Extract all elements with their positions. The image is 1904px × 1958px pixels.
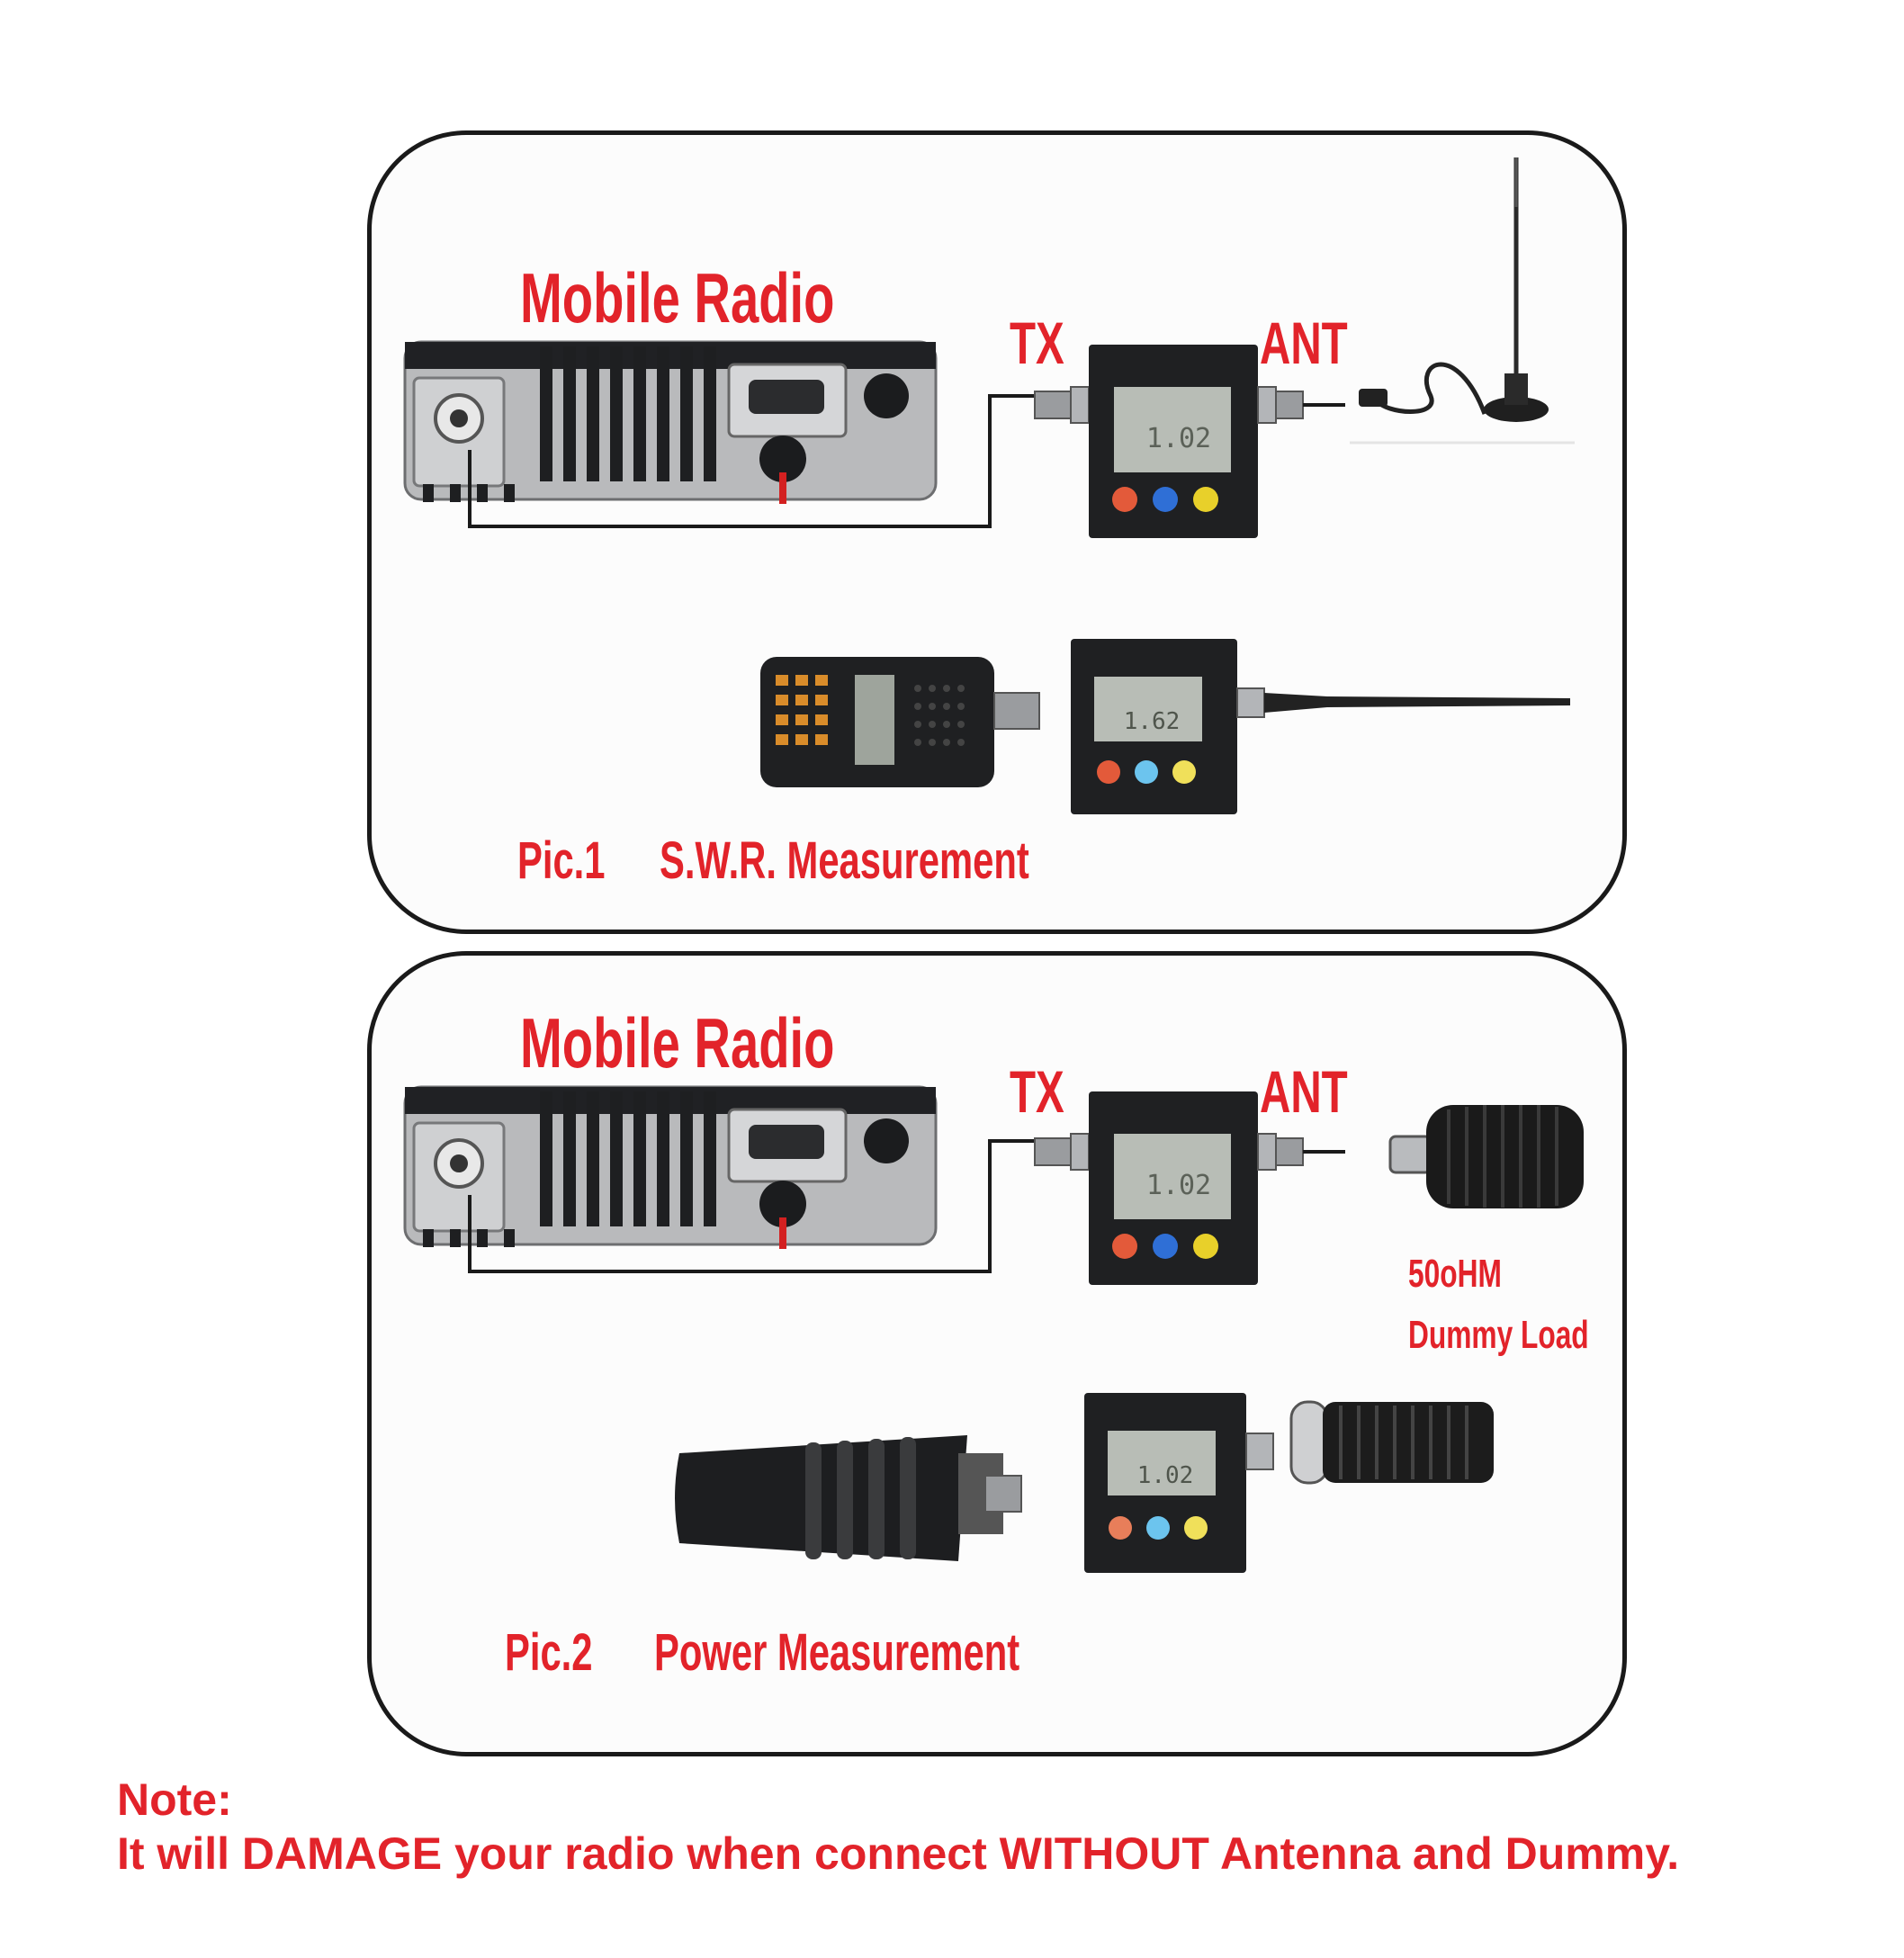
dummy-load-image-1 xyxy=(1388,1105,1584,1208)
mobile-radio-title-2: Mobile Radio xyxy=(520,1003,835,1082)
dummy-load-name: Dummy Load xyxy=(1408,1313,1589,1357)
power-measurement-panel xyxy=(367,951,1627,1756)
pic-label-2: Pic.2 xyxy=(505,1623,593,1682)
swr-meter-image-handheld-1: 1.62 xyxy=(1071,639,1570,814)
mobile-radio-image-1 xyxy=(403,340,1044,528)
mobile-radio-image-2 xyxy=(403,1085,1044,1273)
swr-meter-image-2: 1.02 xyxy=(1034,1091,1345,1285)
tx-label-2: TX xyxy=(1010,1058,1064,1125)
handheld-radio-image-1 xyxy=(760,657,1040,787)
dummy-load-rating: 50oHM xyxy=(1408,1252,1502,1296)
swr-measurement-panel xyxy=(367,130,1627,934)
pic-label-1: Pic.1 xyxy=(517,831,606,890)
note-text: It will DAMAGE your radio when connect W… xyxy=(117,1828,1680,1879)
meter-display-value-handheld-2: 1.02 xyxy=(1137,1462,1194,1489)
ant-label-2: ANT xyxy=(1260,1058,1348,1125)
meter-display-value-2: 1.02 xyxy=(1146,1170,1211,1201)
magnetic-antenna-image xyxy=(1350,157,1575,445)
swr-meter-image-handheld-2: 1.02 xyxy=(1084,1393,1274,1573)
note-heading: Note: xyxy=(117,1774,232,1825)
dummy-load-image-2 xyxy=(1289,1400,1494,1485)
swr-meter-image-1: 1.02 xyxy=(1034,345,1345,538)
handheld-radio-image-2 xyxy=(675,1435,1022,1561)
meter-display-value-1: 1.02 xyxy=(1146,423,1211,454)
caption-2: Power Measurement xyxy=(654,1623,1020,1682)
tx-label-1: TX xyxy=(1010,310,1064,376)
ant-label-1: ANT xyxy=(1260,310,1348,376)
caption-1: S.W.R. Measurement xyxy=(660,831,1029,890)
meter-display-value-handheld-1: 1.62 xyxy=(1124,708,1181,735)
mobile-radio-title-1: Mobile Radio xyxy=(520,258,835,337)
